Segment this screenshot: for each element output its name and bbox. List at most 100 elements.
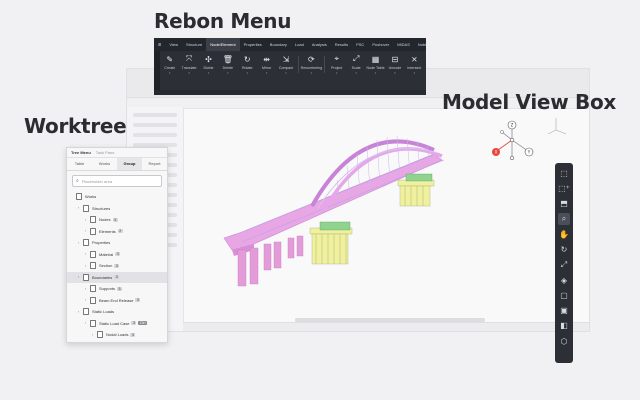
chevron-down-icon[interactable]: ▾ [374, 71, 377, 75]
tree-row[interactable]: › Static Loads [67, 306, 167, 318]
chevron-down-icon[interactable]: ▾ [188, 71, 190, 75]
ribbon-tool-label: Project [331, 66, 343, 70]
tree-tab-works[interactable]: Works [98, 161, 111, 166]
pan-icon[interactable]: ✋ [559, 229, 569, 239]
chevron-down-icon[interactable]: ▾ [355, 71, 357, 75]
ribbon-tool-mirror[interactable]: ⇹Mirror▾ [257, 54, 276, 76]
tree-panel-title[interactable]: Tree Menu [71, 150, 91, 155]
view-3d-icon[interactable]: ⬡ [560, 336, 568, 346]
model-view-box[interactable]: Z X Y [488, 116, 576, 166]
ribbon-collapse-strip[interactable] [154, 51, 160, 95]
axis-x-handle[interactable] [492, 148, 500, 156]
caret-icon[interactable]: › [85, 217, 87, 222]
bridge-model-viewport[interactable] [212, 110, 462, 295]
caret-icon[interactable]: › [78, 240, 80, 245]
tree-row-label: Elements [99, 228, 116, 234]
document-icon [90, 227, 96, 235]
app-statusbar [183, 322, 589, 331]
ribbon-tool-node-table[interactable]: ▦Node Table▾ [366, 54, 385, 76]
menu-grid-icon[interactable]: ⊞ [158, 42, 162, 47]
count-badge: 3 [112, 217, 118, 222]
horizontal-scrollbar[interactable] [295, 318, 485, 322]
chevron-down-icon[interactable]: ▾ [310, 71, 313, 75]
chevron-down-icon[interactable]: ▾ [168, 71, 171, 75]
caret-icon[interactable]: › [85, 229, 87, 234]
ribbon-tool-compact[interactable]: ⇲Compact▾ [276, 54, 295, 76]
ribbon-tool-translate[interactable]: ⤧Translate▾ [179, 54, 198, 75]
caret-icon[interactable]: › [85, 252, 87, 257]
fit-icon[interactable]: ⤢ [560, 259, 568, 269]
chevron-down-icon[interactable]: ▾ [227, 71, 229, 75]
ribbon-tab[interactable]: Load [294, 42, 304, 47]
tree-tab-table[interactable]: Table [74, 161, 85, 166]
view-front-icon[interactable]: ▢ [560, 290, 568, 300]
axis-x-label: X [495, 150, 498, 155]
caret-icon[interactable]: › [78, 275, 80, 280]
task-pane-tab[interactable]: Task Pane [95, 150, 115, 155]
ribbon-tool-scale[interactable]: ⤢Scale▾ [346, 54, 365, 75]
tree-row-label: Works [85, 194, 97, 200]
chevron-down-icon[interactable]: ▾ [394, 71, 396, 75]
select-icon[interactable]: ⬚ [560, 168, 568, 178]
ribbon-tab[interactable]: Analysis [311, 42, 327, 47]
view-right-icon[interactable]: ◧ [560, 321, 568, 331]
chevron-down-icon[interactable]: ▾ [413, 71, 416, 75]
ribbon-tool-project[interactable]: ⌖Project▾ [327, 54, 346, 75]
ribbon-tab[interactable]: PSC [356, 42, 365, 47]
axis-z-label: Z [511, 123, 514, 128]
ribbon-tool-create[interactable]: ✎Create▾ [160, 54, 179, 76]
caret-icon[interactable]: › [85, 321, 87, 326]
tree-row[interactable]: ›Properties [67, 237, 167, 249]
chevron-down-icon[interactable]: ▾ [265, 71, 268, 75]
tree-row[interactable]: Works [67, 191, 167, 203]
caret-icon[interactable]: › [85, 263, 87, 268]
rotate-view-icon[interactable]: ↻ [560, 244, 568, 254]
tree-tab-report[interactable]: Report [148, 161, 161, 166]
ribbon-tool-delete[interactable]: 🗑Delete▾ [218, 54, 237, 76]
tree-search-input[interactable]: ⌕ Placeholder area [72, 175, 162, 187]
caret-icon[interactable]: › [92, 332, 94, 337]
ribbon-tab[interactable]: View [169, 42, 178, 47]
tree-row-label: Static Loads [92, 309, 115, 315]
caret-icon[interactable]: › [78, 206, 80, 211]
ribbon-tool-label: Divide [203, 66, 214, 70]
ribbon-tab[interactable]: Boundary [269, 42, 287, 47]
caret-icon[interactable]: › [85, 298, 87, 303]
ribbon-tab[interactable]: Node/Element [206, 38, 240, 51]
axis-y-handle[interactable] [524, 147, 534, 157]
chevron-down-icon[interactable]: ▾ [285, 71, 287, 75]
view-iso-icon[interactable]: ◈ [560, 275, 568, 285]
chevron-down-icon[interactable]: ▾ [246, 71, 249, 75]
ribbon-tab[interactable]: Structure [185, 42, 203, 47]
chevron-down-icon[interactable]: ▾ [207, 71, 210, 75]
zoom-icon[interactable]: ⌕ [558, 212, 570, 225]
ribbon-tab[interactable]: Pushover [372, 42, 390, 47]
chevron-down-icon[interactable]: ▾ [336, 71, 338, 75]
ribbon-tab[interactable]: MIDAS [397, 42, 410, 47]
ribbon-tab[interactable]: Nobi [417, 42, 426, 47]
ribbon-tool-renumbering[interactable]: ⟳Renumbering▾ [301, 54, 323, 76]
caret-icon[interactable]: › [78, 309, 80, 314]
ribbon-tab[interactable]: Properties [243, 42, 262, 47]
ribbon-tool-intersect[interactable]: ⨯Intersect▾ [405, 54, 424, 76]
ribbon-tool-rotate[interactable]: ↻Rotate▾ [238, 54, 257, 76]
ribbon-tool-unnode[interactable]: ⊟Unnode▾ [385, 54, 404, 76]
view-top-icon[interactable]: ▣ [560, 306, 568, 316]
window-select-icon[interactable]: ⬒ [560, 199, 568, 209]
tree-tab-group[interactable]: Group [117, 158, 142, 170]
caret-icon[interactable]: › [85, 286, 87, 291]
select-add-icon[interactable]: ⬚⁺ [558, 183, 570, 193]
ribbon-tab[interactable]: Results [334, 42, 349, 47]
tree-row[interactable]: ›Structures [67, 203, 167, 215]
ribbon-tool-divide[interactable]: ✣Divide▾ [199, 54, 218, 76]
axis-z-handle[interactable] [507, 120, 517, 130]
